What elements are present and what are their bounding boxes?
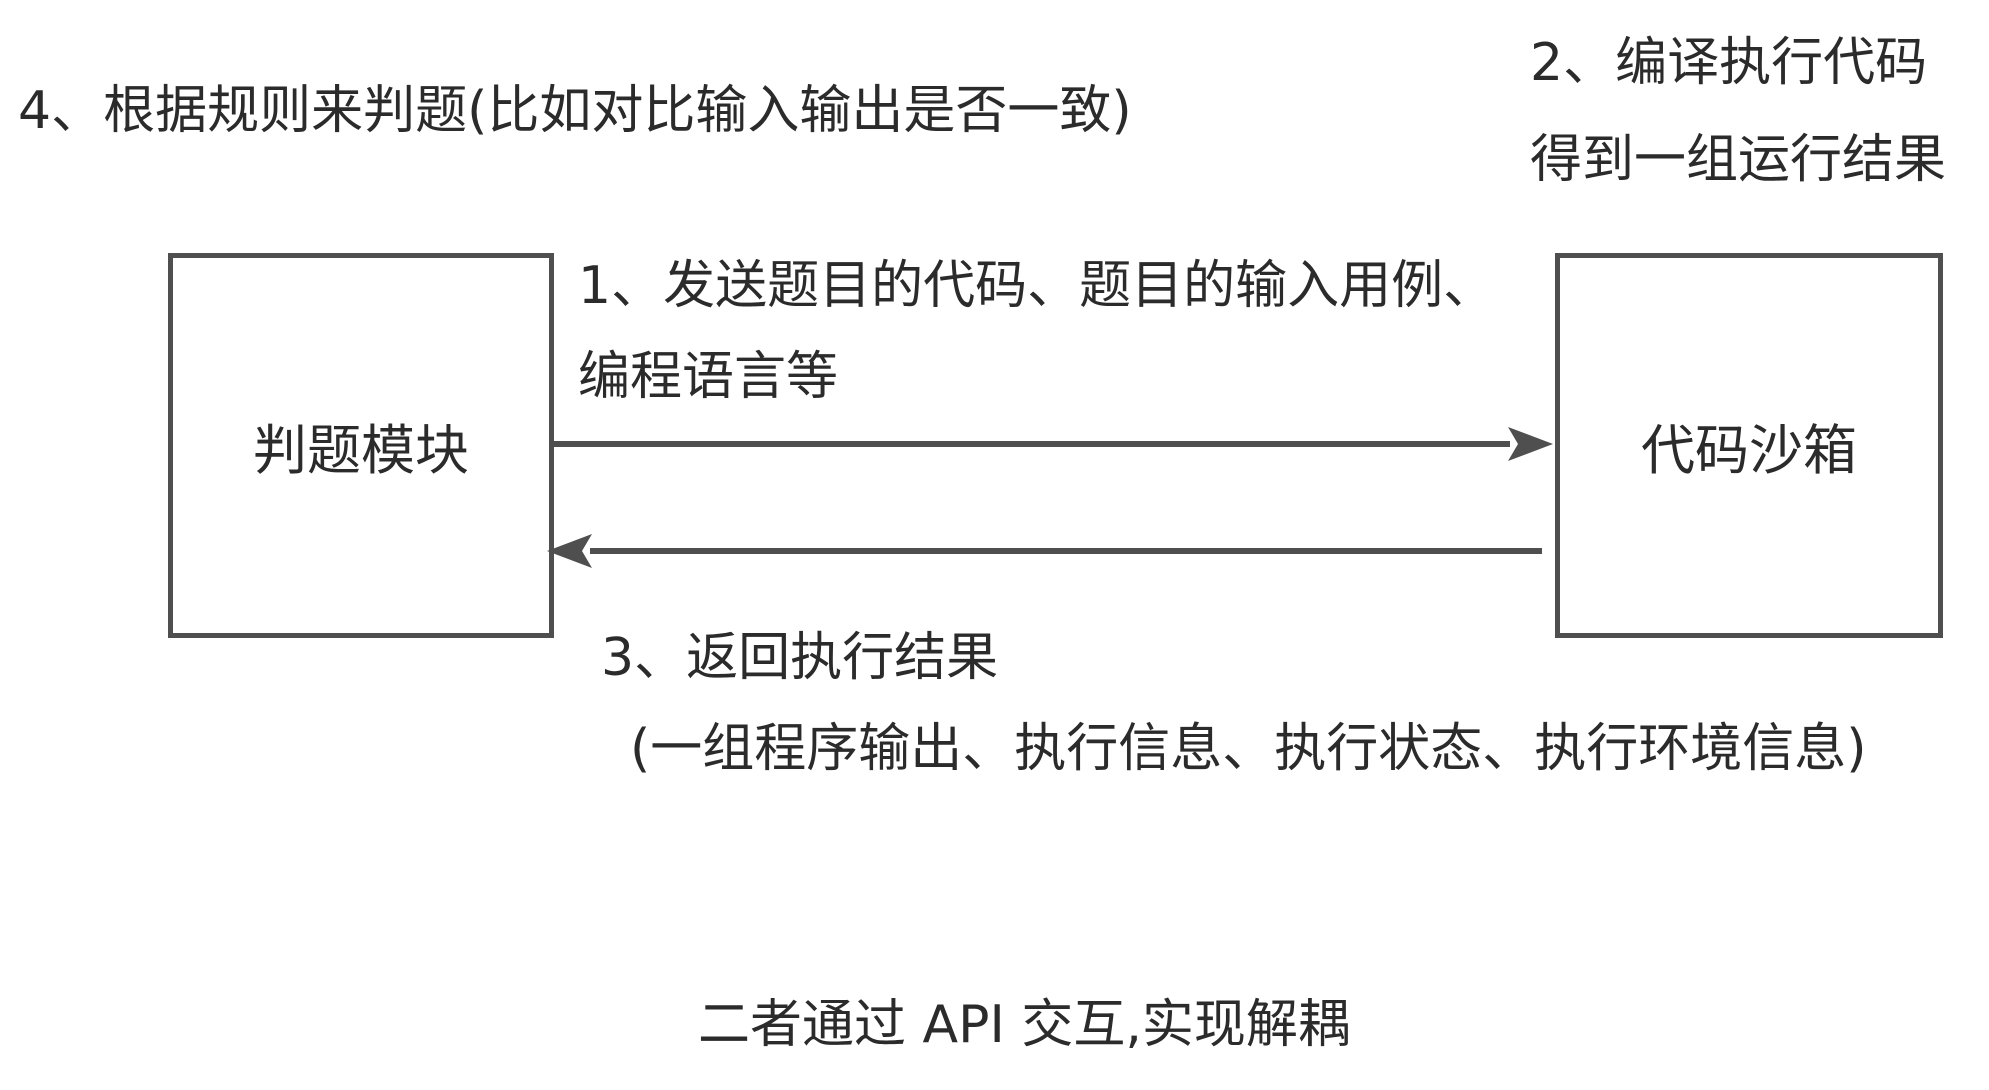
step4-label: 4、根据规则来判题(比如对比输入输出是否一致) [18, 81, 1132, 141]
judge-module-box: 判题模块 [168, 253, 554, 638]
step1-label-line2: 编程语言等 [578, 347, 839, 407]
request-arrow [554, 427, 1553, 461]
step3-label-line1: 3、返回执行结果 [601, 628, 999, 688]
request-arrow-head [1508, 427, 1553, 461]
step3-label-line2: (一组程序输出、执行信息、执行状态、执行环境信息) [630, 719, 1867, 779]
step2-label-line2: 得到一组运行结果 [1530, 130, 1947, 190]
response-arrow-head [547, 534, 592, 568]
footer-caption: 二者通过 API 交互,实现解耦 [698, 995, 1350, 1055]
judge-module-label: 判题模块 [253, 419, 469, 482]
code-sandbox-box: 代码沙箱 [1555, 253, 1943, 638]
response-arrow [547, 534, 1542, 568]
step2-label-line1: 2、编译执行代码 [1530, 33, 1928, 93]
code-sandbox-label: 代码沙箱 [1641, 419, 1857, 482]
step1-label-line1: 1、发送题目的代码、题目的输入用例、 [578, 256, 1496, 316]
